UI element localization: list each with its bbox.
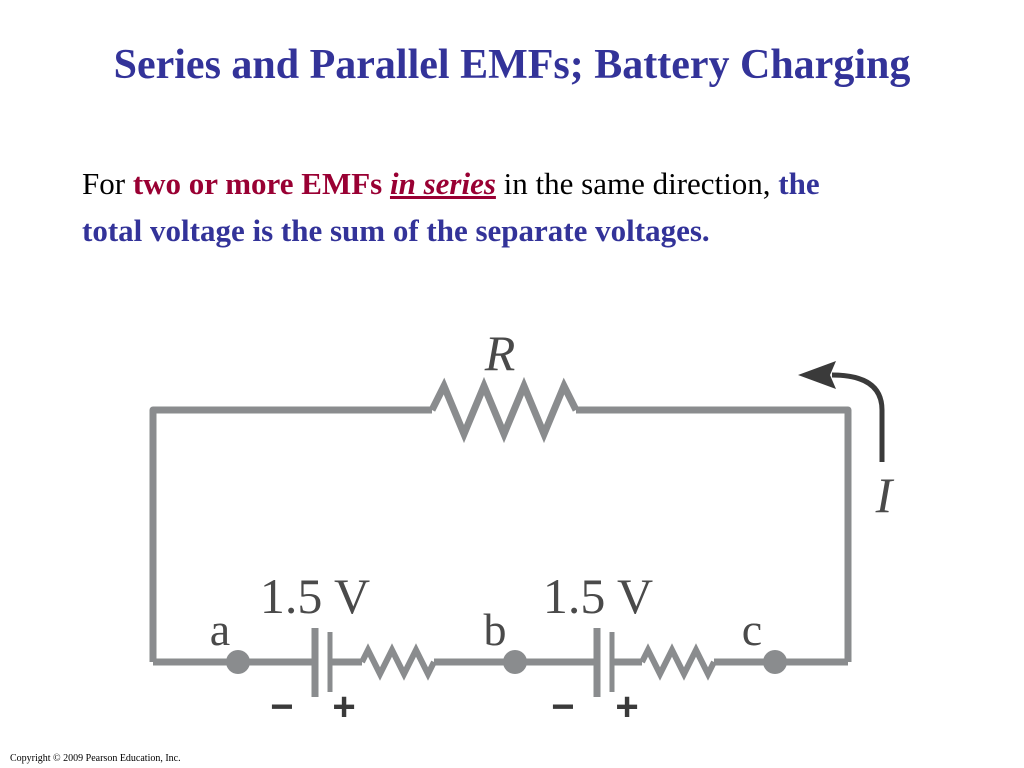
node-a-label: a xyxy=(210,604,230,655)
text-for: For xyxy=(82,166,126,201)
battery1-plus-sign: + xyxy=(332,685,355,729)
copyright-notice: Copyright © 2009 Pearson Education, Inc. xyxy=(10,753,181,764)
resistor-r xyxy=(428,376,580,444)
battery1-voltage-label: 1.5 V xyxy=(260,568,370,624)
node-b-dot xyxy=(503,650,527,674)
battery2-internal-resistance xyxy=(639,643,717,681)
wire-top-right xyxy=(576,406,852,662)
wire-top-left xyxy=(149,406,432,662)
text-in-the-same-direction: in the same direction, xyxy=(503,166,771,201)
text-total-voltage-conclusion: the total voltage is the sum of the sepa… xyxy=(82,166,820,248)
current-arrow-head xyxy=(798,361,836,389)
battery2-minus-sign: − xyxy=(551,685,574,729)
node-c-label: c xyxy=(742,604,762,655)
battery2-voltage-label: 1.5 V xyxy=(543,568,653,624)
current-arrow-line xyxy=(831,372,885,462)
node-c-dot xyxy=(763,650,787,674)
battery1-minus-sign: − xyxy=(270,685,293,729)
text-in-series: in series xyxy=(389,166,496,201)
battery1-internal-resistance xyxy=(359,643,437,681)
resistor-label: R xyxy=(484,325,516,381)
slide-title: Series and Parallel EMFs; Battery Chargi… xyxy=(113,42,911,88)
battery2-plus-sign: + xyxy=(615,685,638,729)
node-a-dot xyxy=(226,650,250,674)
text-two-or-more-emfs: two or more EMFs xyxy=(132,166,383,201)
node-b-label: b xyxy=(484,604,507,655)
body-text: For two or more EMFs in series in the sa… xyxy=(82,160,842,254)
current-label: I xyxy=(875,467,895,523)
